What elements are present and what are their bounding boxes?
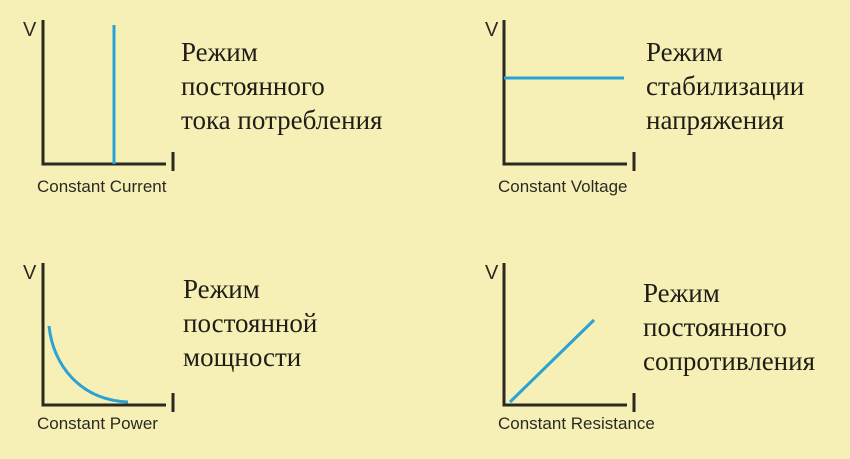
cp-characteristic-curve (47, 325, 129, 404)
cr-caption: Constant Resistance (498, 414, 655, 433)
cp-axes (41, 263, 166, 407)
cr-description-line-3: сопротивления (643, 346, 815, 376)
cr-description-line-1: Режим (643, 278, 720, 308)
cc-y-axis-label: V (23, 19, 37, 41)
cv-description-line-3: напряжения (646, 105, 785, 135)
cr-y-axis-label: V (485, 262, 499, 284)
cc-description: Режим постоянного тока потребления (181, 35, 382, 137)
cv-description-line-1: Режим (646, 37, 723, 67)
cp-y-axis-label: V (23, 262, 37, 284)
cr-axes (502, 263, 627, 407)
constant-voltage-graph (502, 20, 636, 171)
cc-description-line-3: тока потребления (181, 105, 383, 135)
cc-caption: Constant Current (37, 177, 167, 196)
cr-description-line-2: постоянного (643, 312, 787, 342)
cp-caption: Constant Power (37, 414, 158, 433)
constant-resistance-graph (502, 263, 636, 412)
cr-description: Режим постоянного сопротивления (643, 276, 815, 378)
constant-power-graph (41, 263, 175, 412)
cr-characteristic-line (508, 318, 596, 404)
cp-description-line-1: Режим (183, 274, 260, 304)
cp-description-line-3: мощности (183, 342, 302, 372)
cc-axes (41, 20, 166, 166)
cv-description: Режим стабилизации напряжения (646, 35, 804, 137)
cv-caption: Constant Voltage (498, 177, 628, 196)
cc-description-line-2: постоянного (181, 71, 325, 101)
cv-y-axis-label: V (485, 19, 499, 41)
cv-description-line-2: стабилизации (646, 71, 805, 101)
cc-description-line-1: Режим (181, 37, 258, 67)
cp-description-line-2: постоянной (183, 308, 318, 338)
constant-current-graph (41, 20, 175, 171)
cv-axes (502, 20, 627, 166)
cp-description: Режим постоянной мощности (183, 272, 317, 374)
